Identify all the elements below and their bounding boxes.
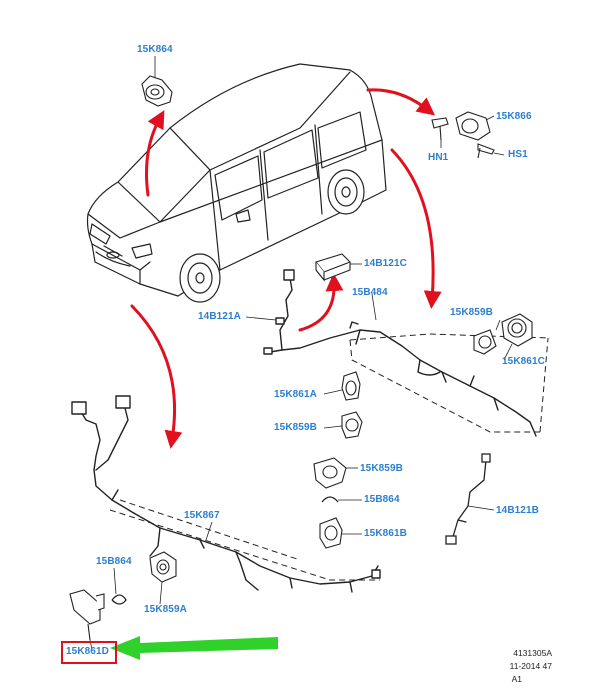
part-label-15K859B-center: 15K859B bbox=[360, 463, 403, 474]
component-15K859A bbox=[149, 551, 177, 583]
component-15B864-center bbox=[321, 496, 339, 503]
part-label-HS1: HS1 bbox=[508, 149, 528, 160]
part-label-14B121A: 14B121A bbox=[198, 311, 241, 322]
component-15K859B-center bbox=[313, 457, 347, 489]
drawing-reference: 4131305A bbox=[513, 648, 552, 658]
part-label-15B484: 15B484 bbox=[352, 287, 388, 298]
part-label-14B121C: 14B121C bbox=[364, 258, 407, 269]
arrow-to-14B121C bbox=[298, 273, 344, 332]
rear-harness-15B484 bbox=[263, 269, 537, 437]
location-arrows bbox=[130, 88, 442, 449]
part-label-15K859A: 15K859A bbox=[144, 604, 187, 615]
vehicle-illustration bbox=[86, 63, 387, 303]
component-15B864-low bbox=[111, 594, 127, 605]
arrow-to-rear-harness bbox=[390, 148, 442, 309]
highlight-box-15K861D bbox=[61, 641, 117, 664]
drawing-code: A1 bbox=[511, 674, 522, 684]
front-bumper-outline bbox=[109, 499, 380, 581]
green-pointer-arrow bbox=[110, 636, 278, 660]
arrow-to-front-harness bbox=[130, 304, 183, 449]
component-15K859B-left bbox=[341, 411, 363, 439]
drawing-date: 11-2014 47 bbox=[509, 661, 552, 671]
part-label-15B864-center: 15B864 bbox=[364, 494, 400, 505]
part-label-HN1: HN1 bbox=[428, 152, 449, 163]
part-label-15K861C: 15K861C bbox=[502, 356, 545, 367]
part-label-14B121B: 14B121B bbox=[496, 505, 539, 516]
part-label-15K861A: 15K861A bbox=[274, 389, 317, 400]
component-15K859B-rear bbox=[473, 329, 497, 355]
component-15K861D bbox=[69, 589, 105, 641]
component-15K861C bbox=[501, 313, 533, 347]
leader-lines bbox=[89, 56, 513, 651]
part-label-15K866: 15K866 bbox=[496, 111, 532, 122]
part-label-15K859B-left: 15K859B bbox=[274, 422, 317, 433]
part-label-15K864-top: 15K864 bbox=[137, 44, 173, 55]
component-14B121C bbox=[315, 253, 351, 282]
arrow-to-15K866 bbox=[366, 88, 436, 116]
component-15K861A bbox=[341, 371, 361, 401]
part-label-15K861D: 15K861D bbox=[66, 646, 109, 657]
component-15K866 bbox=[431, 111, 495, 159]
part-label-15B864-low: 15B864 bbox=[96, 556, 132, 567]
arrow-to-15K864 bbox=[145, 110, 165, 197]
component-15K864-top bbox=[141, 75, 173, 107]
part-label-15K861B: 15K861B bbox=[364, 528, 407, 539]
part-label-15K859B-rear: 15K859B bbox=[450, 307, 493, 318]
component-15K861B bbox=[319, 517, 343, 549]
part-label-15K867: 15K867 bbox=[184, 510, 220, 521]
front-harness-15K867 bbox=[71, 395, 381, 593]
rear-bumper-outline bbox=[349, 333, 551, 433]
sub-harness-14B121B bbox=[445, 453, 491, 545]
